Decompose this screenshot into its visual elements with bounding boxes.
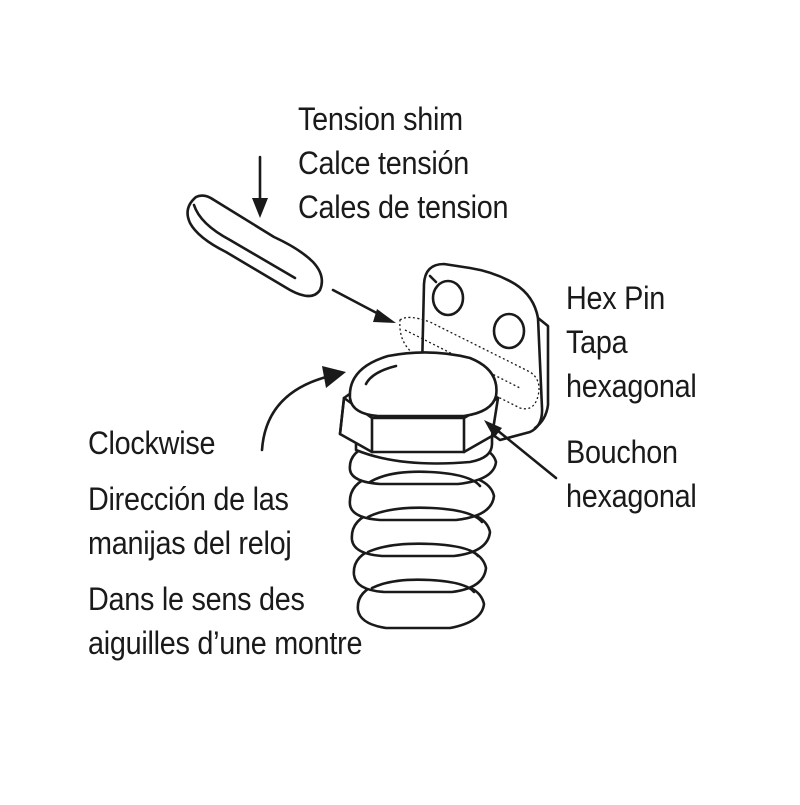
hex-head-part <box>338 351 500 465</box>
bouchon-label: Bouchon hexagonal <box>566 430 697 518</box>
bouchon-label-fr-1: Bouchon <box>566 434 678 470</box>
tension-shim-label: Tension shim Calce tensión Cales de tens… <box>298 97 508 229</box>
clockwise-label-fr-1: Dans le sens des <box>88 581 305 617</box>
clockwise-arrow <box>260 366 346 452</box>
hex-pin-label-en: Hex Pin <box>566 280 665 316</box>
clockwise-label: Clockwise Dirección de las manijas del r… <box>88 421 363 665</box>
tension-shim-label-fr: Cales de tension <box>298 189 509 225</box>
shim-insert-arrow <box>331 288 396 323</box>
clockwise-label-es-1: Dirección de las <box>88 481 289 517</box>
shim-down-arrow <box>252 155 268 218</box>
tension-shim-label-en: Tension shim <box>298 101 463 137</box>
hex-pin-label: Hex Pin Tapa hexagonal <box>566 276 697 408</box>
clockwise-label-en: Clockwise <box>88 425 216 461</box>
hex-pin-label-es-1: Tapa <box>566 324 628 360</box>
clockwise-label-es-2: manijas del reloj <box>88 525 292 561</box>
tension-shim-label-es: Calce tensión <box>298 145 469 181</box>
hex-leader-line <box>484 420 558 480</box>
spring-part <box>348 440 498 630</box>
tension-shim-part <box>186 194 324 298</box>
clockwise-label-fr-2: aiguilles d’une montre <box>88 625 363 661</box>
bouchon-label-fr-2: hexagonal <box>566 478 697 514</box>
hex-pin-label-es-2: hexagonal <box>566 368 697 404</box>
